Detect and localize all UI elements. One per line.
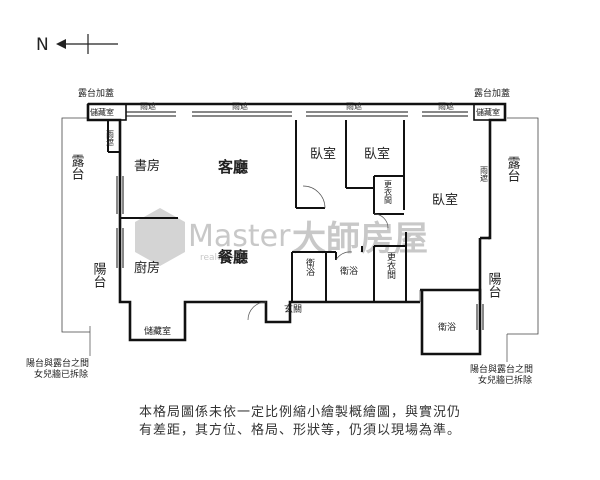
room-labels: 露台加蓋 露台加蓋 儲藏室 儲藏室 雨遮 雨遮 雨遮 雨遮 雨遮 雨遮 露台 露… — [26, 87, 536, 386]
label-closet-1: 更衣間 — [384, 180, 393, 205]
label-bath-3: 衛浴 — [438, 321, 456, 333]
label-study: 書房 — [134, 158, 160, 174]
disclaimer: 本格局圖係未依一定比例縮小繪製概繪圖，與實況仍 有差距，其方位、格局、形狀等，仍… — [40, 404, 560, 440]
compass: N — [36, 34, 118, 55]
top-windows — [126, 111, 468, 117]
watermark-sub: realestate — [200, 253, 246, 263]
label-balcony-right: 陽台 — [486, 272, 501, 298]
storage-box-right — [473, 103, 506, 121]
north-arrow-icon — [56, 39, 66, 49]
label-closet-2: 更衣間 — [385, 252, 396, 280]
leader-lines — [89, 326, 508, 362]
door-swings — [247, 185, 421, 321]
label-bath-1: 衛浴 — [304, 257, 315, 277]
label-balcony-left: 陽台 — [91, 262, 106, 288]
label-rain-shelter-vert-right: 雨遮 — [480, 166, 489, 183]
label-removed-wall-right: 陽台與露台之間 女兒牆已拆除 — [470, 363, 536, 386]
label-entrance: 玄關 — [284, 303, 302, 315]
label-living-room: 客廳 — [217, 158, 248, 176]
watermark-brand: Master — [188, 219, 291, 254]
label-storage-top-left: 儲藏室 — [90, 107, 114, 117]
label-rain-shelter-2: 雨遮 — [232, 101, 248, 111]
label-rain-shelter-1: 雨遮 — [140, 101, 156, 111]
watermark: Master realestate 大師房屋 — [135, 208, 428, 266]
disclaimer-line-1: 本格局圖係未依一定比例縮小繪製概繪圖，與實況仍 — [138, 405, 461, 420]
terraces — [61, 117, 539, 335]
label-rain-shelter-vert-left: 雨遮 — [106, 130, 115, 147]
label-kitchen: 廚房 — [134, 260, 160, 276]
label-bedroom-1: 臥室 — [310, 146, 336, 162]
label-balcony-cover-right: 露台加蓋 — [474, 87, 510, 99]
label-removed-wall-left: 陽台與露台之間 女兒牆已拆除 — [26, 357, 92, 380]
label-terrace-right: 露台 — [505, 156, 521, 182]
label-bath-2: 衛浴 — [340, 265, 358, 277]
interior-walls — [107, 120, 407, 302]
side-windows — [116, 176, 484, 330]
label-storage-bottom: 儲藏室 — [144, 325, 171, 337]
disclaimer-line-2: 有差距，其方位、格局、形狀等，仍須以現場為準。 — [138, 423, 461, 438]
label-storage-top-right: 儲藏室 — [476, 107, 500, 117]
label-rain-shelter-4: 雨遮 — [438, 101, 454, 111]
watermark-logo-icon — [135, 208, 185, 266]
label-terrace-left: 露台 — [69, 154, 85, 180]
label-dining-room: 餐廳 — [218, 248, 248, 266]
label-bedroom-2: 臥室 — [364, 146, 390, 162]
compass-label: N — [36, 35, 49, 55]
label-balcony-cover-left: 露台加蓋 — [78, 87, 114, 99]
label-rain-shelter-3: 雨遮 — [346, 101, 362, 111]
label-bedroom-3: 臥室 — [432, 192, 458, 208]
